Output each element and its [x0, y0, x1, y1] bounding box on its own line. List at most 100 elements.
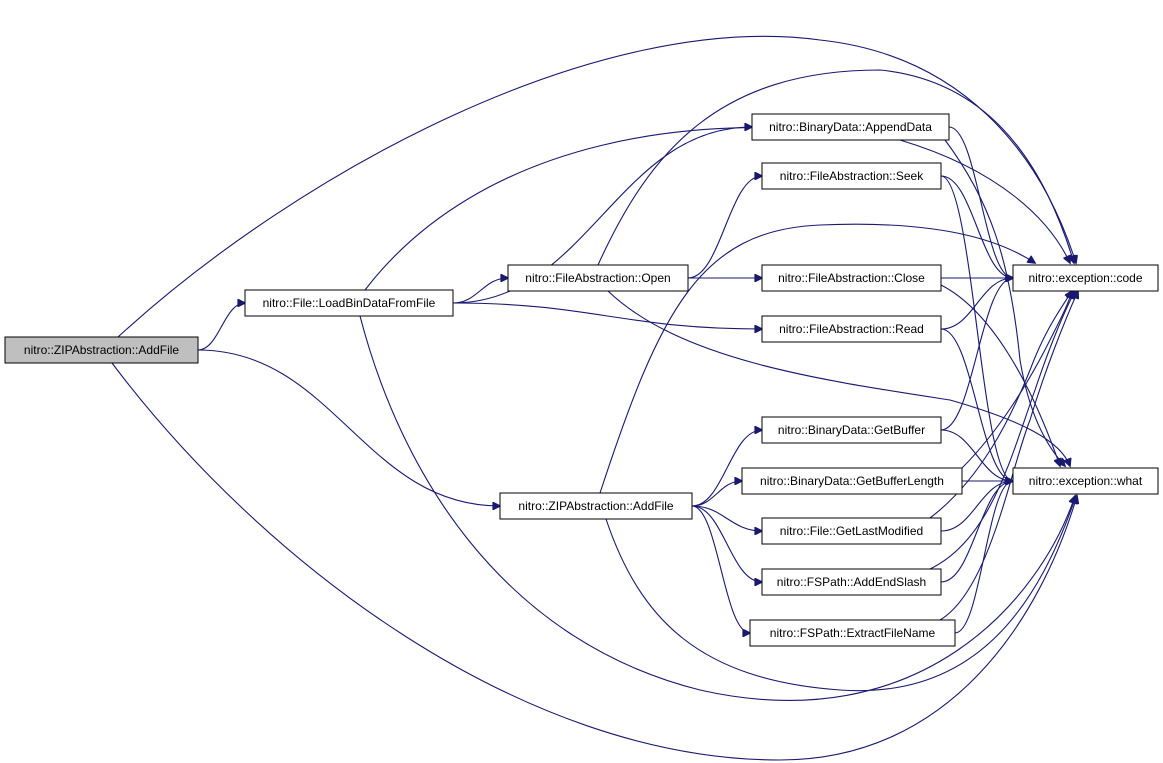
- node-root[interactable]: nitro::ZIPAbstraction::AddFile: [4, 336, 199, 364]
- node-append[interactable]: nitro::BinaryData::AppendData: [751, 113, 950, 141]
- node-read[interactable]: nitro::FileAbstraction::Read: [761, 315, 942, 343]
- edge-extract-to-what: [954, 481, 1013, 634]
- edge-path: [929, 291, 1075, 570]
- node-endslash[interactable]: nitro::FSPath::AddEndSlash: [761, 568, 942, 596]
- edge-open-to-code: [597, 69, 1074, 266]
- edge-loadbin-to-read: [452, 302, 762, 329]
- edge-path: [687, 176, 762, 279]
- node-code[interactable]: nitro::exception::code: [1012, 264, 1159, 292]
- edge-zipadd-to-getbufferlen: [691, 481, 742, 507]
- node-box: [761, 264, 942, 292]
- edge-loadbin-to-code: [364, 126, 1070, 291]
- edge-path: [197, 303, 245, 351]
- edge-path: [940, 175, 1013, 481]
- edge-path: [605, 496, 1076, 692]
- nodes: nitro::ZIPAbstraction::AddFilenitro::Fil…: [4, 113, 1159, 647]
- edge-path: [111, 362, 1077, 761]
- edge-path: [117, 35, 1076, 338]
- edge-path: [939, 291, 1078, 621]
- edge-zipadd-to-lastmod: [691, 505, 762, 531]
- node-label: nitro::BinaryData::GetBuffer: [778, 423, 925, 437]
- node-box: [761, 162, 942, 190]
- edge-seek-to-what: [940, 175, 1013, 481]
- node-box: [4, 336, 199, 364]
- edge-endslash-to-code: [929, 291, 1075, 570]
- node-loadbin[interactable]: nitro::File::LoadBinDataFromFile: [244, 289, 454, 317]
- edge-path: [944, 139, 1065, 466]
- edge-path: [691, 505, 750, 633]
- node-box: [751, 113, 950, 141]
- edge-path: [948, 126, 1013, 278]
- edge-getbuffer-to-code: [940, 278, 1013, 431]
- edge-lastmod-to-code: [929, 291, 1072, 519]
- node-label: nitro::exception::code: [1028, 271, 1142, 285]
- node-label: nitro::BinaryData::GetBufferLength: [760, 474, 944, 488]
- edge-path: [364, 126, 1070, 291]
- edge-path: [197, 349, 500, 506]
- edge-path: [452, 302, 762, 329]
- edge-lastmod-to-what: [940, 481, 1013, 532]
- node-label: nitro::FileAbstraction::Read: [779, 322, 924, 336]
- edge-path: [954, 481, 1013, 634]
- edge-path: [929, 291, 1072, 519]
- node-open[interactable]: nitro::FileAbstraction::Open: [507, 264, 689, 292]
- edge-path: [940, 278, 1013, 330]
- edge-open-to-seek: [687, 176, 762, 279]
- node-getbufferlen[interactable]: nitro::BinaryData::GetBufferLength: [741, 467, 963, 495]
- edge-getbufferlen-to-code: [961, 291, 1072, 469]
- node-label: nitro::FSPath::ExtractFileName: [770, 626, 936, 640]
- edge-append-to-code: [948, 126, 1013, 278]
- node-label: nitro::ZIPAbstraction::AddFile: [518, 499, 674, 513]
- edge-zipadd-to-what: [605, 496, 1076, 692]
- edge-path: [940, 328, 1013, 481]
- node-box: [749, 619, 956, 647]
- node-label: nitro::BinaryData::AppendData: [769, 120, 932, 134]
- edge-path: [359, 315, 1075, 701]
- edge-path: [452, 127, 752, 304]
- node-extract[interactable]: nitro::FSPath::ExtractFileName: [749, 619, 956, 647]
- edge-path: [691, 430, 762, 507]
- edge-zipadd-to-endslash: [691, 505, 762, 582]
- edge-path: [940, 278, 1013, 431]
- node-what[interactable]: nitro::exception::what: [1012, 467, 1159, 495]
- edge-root-to-code: [117, 35, 1076, 338]
- node-box: [761, 416, 942, 444]
- edge-path: [691, 505, 762, 531]
- edge-read-to-what: [940, 328, 1013, 481]
- node-close[interactable]: nitro::FileAbstraction::Close: [761, 264, 942, 292]
- node-label: nitro::FileAbstraction::Seek: [780, 169, 924, 183]
- edge-loadbin-to-what: [359, 315, 1075, 701]
- edge-path: [607, 290, 1070, 466]
- node-zipadd[interactable]: nitro::ZIPAbstraction::AddFile: [499, 492, 693, 520]
- node-seek[interactable]: nitro::FileAbstraction::Seek: [761, 162, 942, 190]
- edge-path: [961, 291, 1072, 469]
- edge-path: [599, 223, 1035, 494]
- node-box: [507, 264, 689, 292]
- edge-append-to-what: [944, 139, 1065, 466]
- edge-close-to-what: [940, 284, 1060, 466]
- node-box: [1012, 467, 1159, 495]
- node-lastmod[interactable]: nitro::File::GetLastModified: [761, 517, 942, 545]
- node-label: nitro::FileAbstraction::Close: [778, 271, 925, 285]
- node-box: [499, 492, 693, 520]
- edges: [111, 35, 1078, 761]
- node-box: [761, 568, 942, 596]
- edge-path: [940, 175, 1013, 278]
- node-label: nitro::ZIPAbstraction::AddFile: [24, 343, 180, 357]
- edge-path: [597, 69, 1074, 266]
- edge-path: [940, 481, 1013, 583]
- node-label: nitro::FSPath::AddEndSlash: [777, 575, 926, 589]
- edge-path: [940, 429, 1013, 481]
- edge-zipadd-to-extract: [691, 505, 750, 633]
- node-label: nitro::exception::what: [1029, 474, 1143, 488]
- edge-getbuffer-to-what: [940, 429, 1013, 481]
- node-label: nitro::File::GetLastModified: [780, 524, 923, 538]
- edge-loadbin-to-append: [452, 127, 752, 304]
- edge-zipadd-to-getbuffer: [691, 430, 762, 507]
- node-box: [1012, 264, 1159, 292]
- edge-root-to-zipadd: [197, 349, 500, 506]
- node-getbuffer[interactable]: nitro::BinaryData::GetBuffer: [761, 416, 942, 444]
- edge-zipadd-to-code: [599, 223, 1035, 494]
- edge-path: [940, 481, 1013, 532]
